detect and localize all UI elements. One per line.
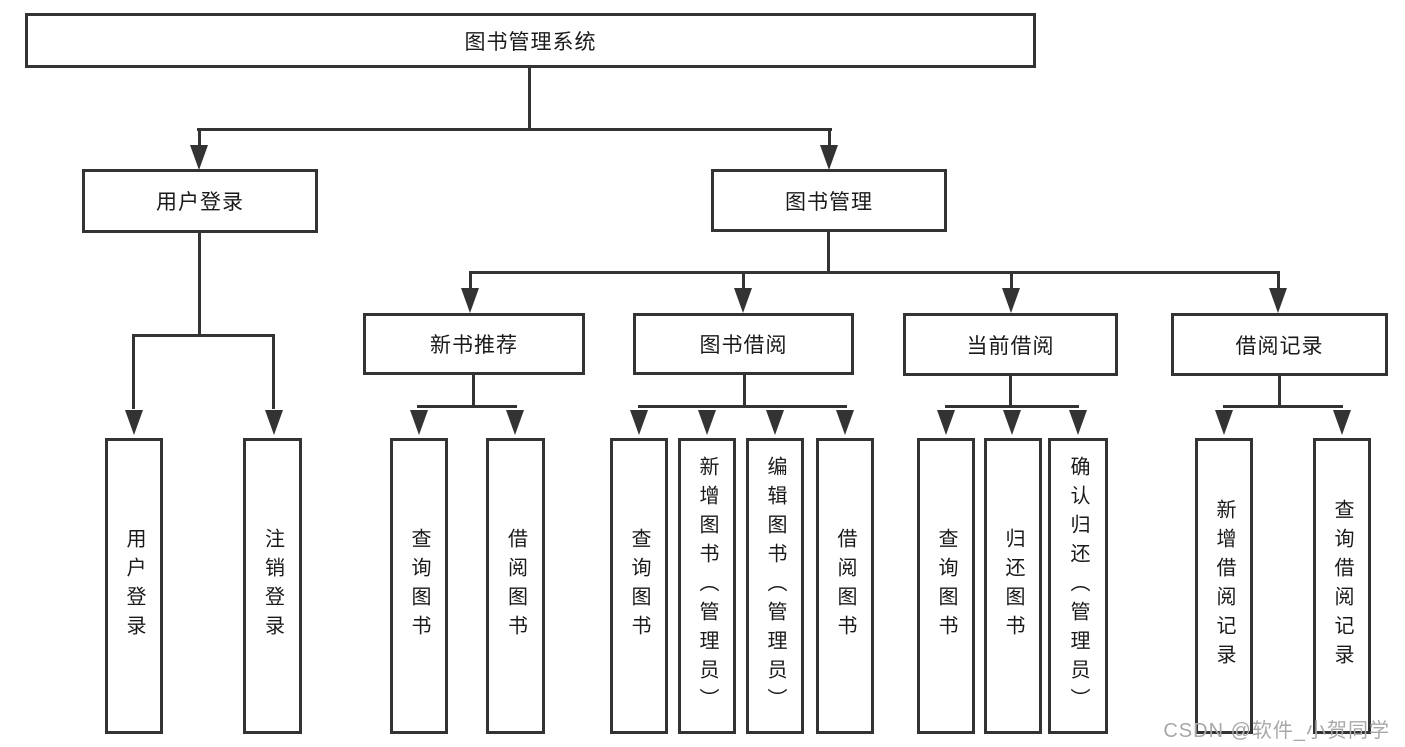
- csdn-watermark: CSDN @软件_小贺同学: [1163, 720, 1390, 742]
- arrowhead-down-icon: [190, 145, 208, 170]
- arrowhead-down-icon: [937, 410, 955, 435]
- connector-records-trunk: [1278, 376, 1281, 407]
- connector-user-login-trunk: [198, 233, 201, 336]
- node-borrow-records: 借阅记录: [1171, 313, 1388, 376]
- connector-current-trunk: [1009, 376, 1012, 407]
- connector-book-mgmt-trunk: [827, 232, 830, 273]
- arrowhead-down-icon: [1269, 288, 1287, 313]
- connector-drop: [1010, 271, 1013, 289]
- connector-drop: [272, 334, 275, 409]
- leaf-cb-return-book: 归还图书: [984, 438, 1042, 734]
- leaf-label: 编辑图书（管理员）: [764, 455, 786, 717]
- node-user-login: 用户登录: [82, 169, 318, 233]
- connector-level3-rail: [469, 271, 1280, 274]
- arrowhead-down-icon: [506, 410, 524, 435]
- leaf-rec-query-book: 查询图书: [390, 438, 448, 734]
- leaf-cb-query-book: 查询图书: [917, 438, 975, 734]
- node-book-borrow: 图书借阅: [633, 313, 854, 375]
- connector-drop: [742, 271, 745, 289]
- connector-drop: [1277, 271, 1280, 289]
- arrowhead-down-icon: [820, 145, 838, 170]
- leaf-label: 查询图书: [935, 528, 957, 644]
- leaf-label: 借阅图书: [834, 528, 856, 644]
- arrowhead-down-icon: [1333, 410, 1351, 435]
- leaf-label: 新增图书（管理员）: [696, 455, 718, 717]
- leaf-label: 归还图书: [1002, 528, 1024, 644]
- connector-borrow-trunk: [743, 375, 746, 407]
- arrowhead-down-icon: [461, 288, 479, 313]
- connector-user-login-rail: [132, 334, 274, 337]
- leaf-cb-confirm-return: 确认归还（管理员）: [1048, 438, 1108, 734]
- node-label: 当前借阅: [966, 334, 1055, 358]
- connector-borrow-rail: [638, 405, 847, 408]
- leaf-label: 注销登录: [261, 528, 284, 644]
- arrowhead-down-icon: [1002, 288, 1020, 313]
- arrowhead-down-icon: [734, 288, 752, 313]
- arrowhead-down-icon: [630, 410, 648, 435]
- connector-drop: [469, 271, 472, 289]
- leaf-label: 查询图书: [408, 528, 430, 644]
- connector-records-rail: [1223, 405, 1343, 408]
- connector-drop: [132, 334, 135, 409]
- leaf-user-login: 用户登录: [105, 438, 163, 734]
- leaf-label: 确认归还（管理员）: [1067, 455, 1089, 717]
- leaf-label: 查询借阅记录: [1331, 499, 1353, 673]
- arrowhead-down-icon: [410, 410, 428, 435]
- arrowhead-down-icon: [265, 410, 283, 435]
- node-label: 新书推荐: [430, 334, 518, 357]
- leaf-br-add-record: 新增借阅记录: [1195, 438, 1253, 734]
- leaf-bb-query-book: 查询图书: [610, 438, 668, 734]
- node-label: 图书管理: [785, 190, 873, 214]
- leaf-bb-edit-book: 编辑图书（管理员）: [746, 438, 804, 734]
- arrowhead-down-icon: [698, 410, 716, 435]
- node-current-borrow: 当前借阅: [903, 313, 1118, 376]
- connector-current-rail: [945, 405, 1079, 408]
- connector-root-trunk: [528, 68, 531, 130]
- leaf-label: 新增借阅记录: [1213, 499, 1235, 673]
- leaf-label: 借阅图书: [504, 528, 527, 644]
- leaf-label: 查询图书: [628, 528, 650, 644]
- arrowhead-down-icon: [1003, 410, 1021, 435]
- leaf-bb-borrow-book: 借阅图书: [816, 438, 874, 734]
- arrowhead-down-icon: [766, 410, 784, 435]
- arrowhead-down-icon: [1215, 410, 1233, 435]
- leaf-bb-add-book: 新增图书（管理员）: [678, 438, 736, 734]
- node-label: 借阅记录: [1235, 334, 1324, 358]
- connector-drop: [828, 128, 831, 147]
- leaf-rec-borrow-book: 借阅图书: [486, 438, 545, 734]
- node-book-management: 图书管理: [711, 169, 947, 232]
- connector-level2-rail: [197, 128, 832, 131]
- leaf-br-query-record: 查询借阅记录: [1313, 438, 1371, 734]
- node-label: 用户登录: [156, 191, 244, 214]
- leaf-label: 用户登录: [123, 528, 145, 644]
- connector-drop: [198, 128, 201, 147]
- node-label: 图书管理系统: [464, 30, 597, 54]
- connector-rec-trunk: [472, 375, 475, 407]
- arrowhead-down-icon: [125, 410, 143, 435]
- node-library-system: 图书管理系统: [25, 13, 1036, 68]
- arrowhead-down-icon: [1069, 410, 1087, 435]
- leaf-logout: 注销登录: [243, 438, 302, 734]
- node-label: 图书借阅: [699, 334, 788, 357]
- arrowhead-down-icon: [836, 410, 854, 435]
- node-new-book-recommend: 新书推荐: [363, 313, 585, 375]
- connector-rec-rail: [417, 405, 517, 408]
